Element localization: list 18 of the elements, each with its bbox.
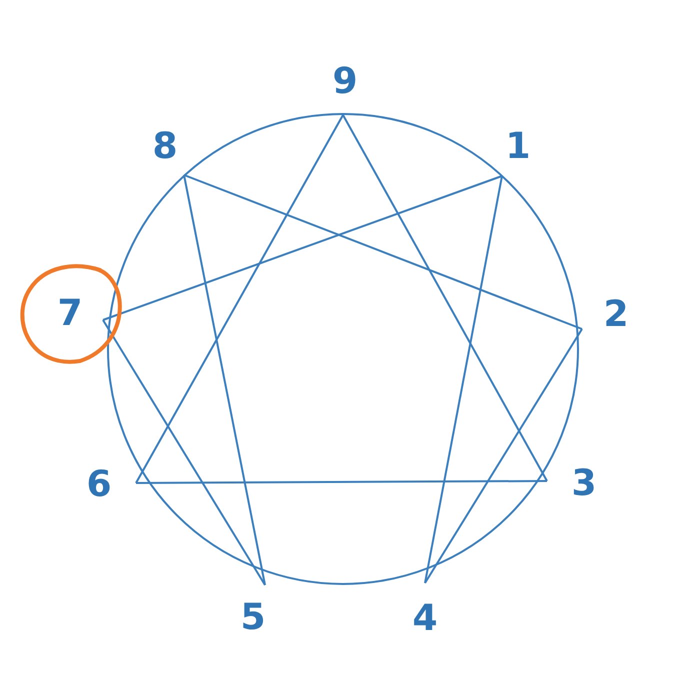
point-number: 7: [50, 292, 90, 336]
point-number: 6: [79, 463, 119, 507]
connecting-line: [136, 480, 547, 484]
connecting-line: [183, 174, 266, 586]
point-number: 2: [596, 293, 636, 337]
point-number: 9: [325, 60, 365, 104]
connecting-line: [342, 114, 548, 482]
connecting-line: [102, 175, 502, 321]
connecting-line: [102, 319, 266, 586]
point-number: 5: [233, 596, 273, 640]
connecting-line: [135, 114, 344, 484]
point-number: 1: [498, 125, 538, 169]
connecting-line: [424, 176, 503, 584]
point-number: 8: [145, 125, 185, 169]
point-number: 3: [564, 462, 604, 506]
connecting-line: [424, 328, 583, 584]
connecting-line: [184, 174, 582, 330]
point-number: 4: [405, 597, 445, 641]
